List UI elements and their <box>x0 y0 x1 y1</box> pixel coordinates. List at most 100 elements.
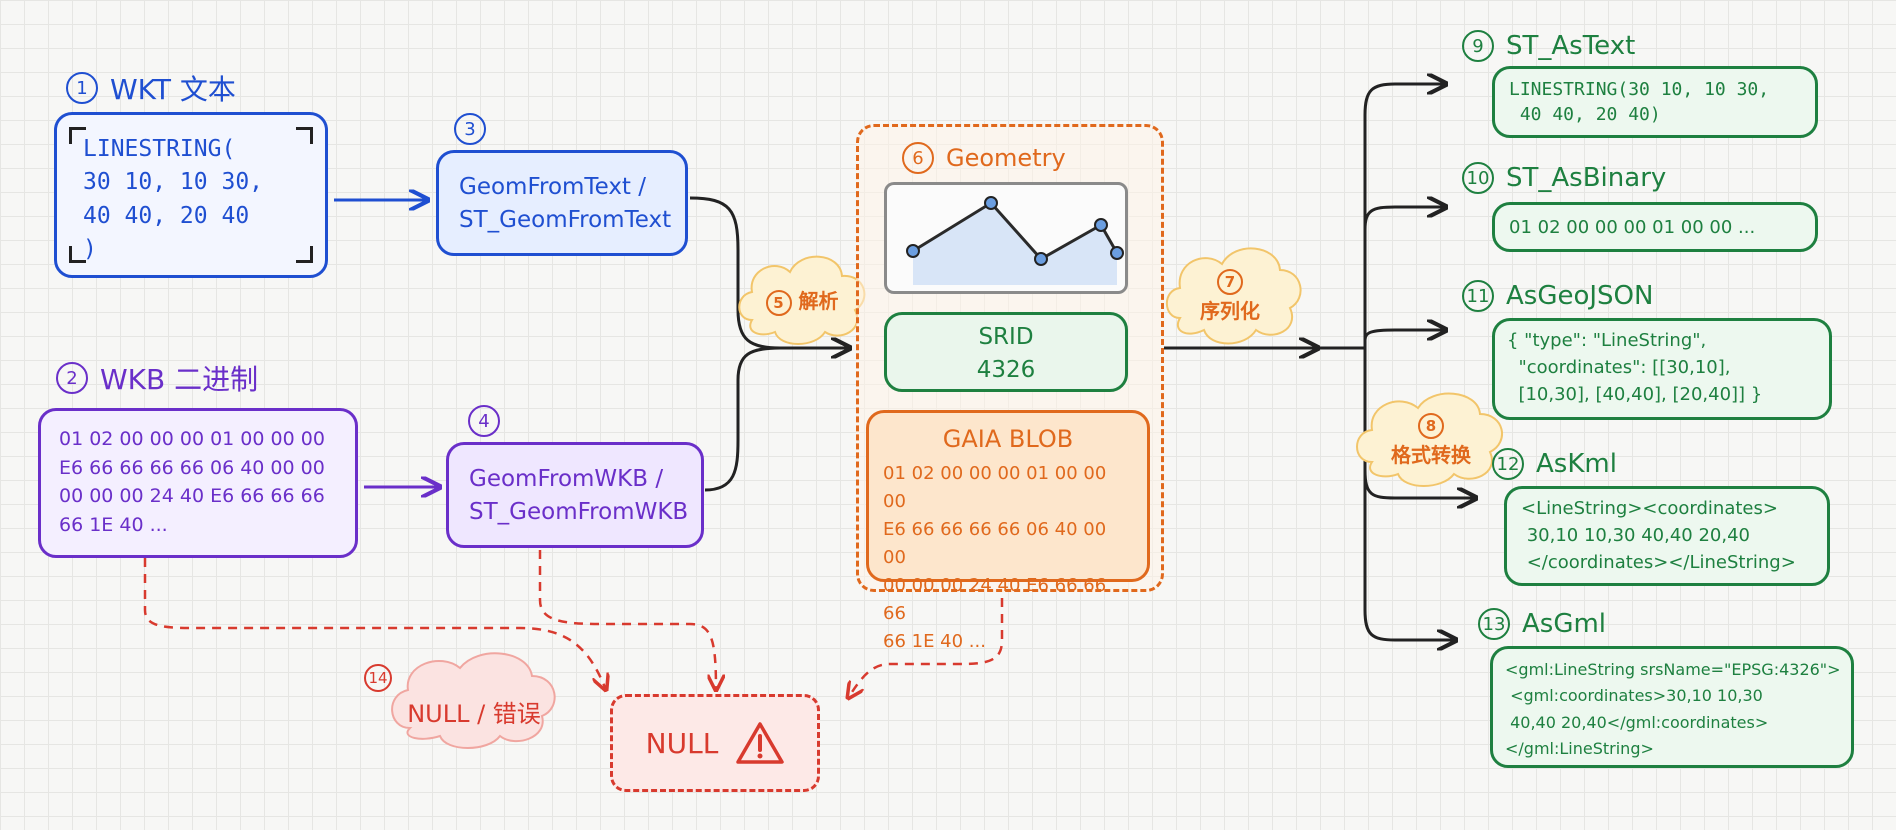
vertex-point <box>984 196 998 210</box>
geomfromwkb-line: GeomFromWKB / <box>469 466 664 492</box>
vertex-point <box>1110 246 1124 260</box>
output-line: </gml:LineString> <box>1505 739 1654 759</box>
step-number-badge: 10 <box>1462 162 1494 194</box>
error-label: NULL / 错误 <box>407 700 541 728</box>
cloud-error <box>391 652 556 749</box>
wkb-input-box: 01 02 00 00 00 01 00 00 00 E6 66 66 66 6… <box>38 408 358 558</box>
geomfromwkb-heading: 4 <box>468 405 500 437</box>
arrow-out-asgeojson <box>1363 330 1446 340</box>
output-name: AsKml <box>1536 449 1617 479</box>
geomfromtext-line: GeomFromText / <box>459 174 647 200</box>
geometry-heading: 6 Geometry <box>902 142 1066 174</box>
wkt-input-box: LINESTRING( 30 10, 10 30, 40 40, 20 40 ) <box>54 112 328 278</box>
step-number-badge: 1 <box>66 72 98 104</box>
parse-label: 解析 <box>798 289 839 313</box>
wkt-line: 40 40, 20 40 <box>83 202 250 229</box>
geomfromtext-heading: 3 <box>454 113 486 145</box>
parse-step-label: 5 解析 <box>752 285 852 316</box>
error-line-geomfromwkb <box>538 550 716 690</box>
geomfromwkb-line: ST_GeomFromWKB <box>469 499 689 526</box>
output-heading-asgeojson: 11 AsGeoJSON <box>1462 280 1653 312</box>
serialize-step-label: 7 序列化 <box>1180 268 1280 324</box>
frame-corner-icon <box>296 246 313 263</box>
wkt-line: LINESTRING( <box>83 136 236 162</box>
linestring-preview-graphic <box>906 196 1124 285</box>
wkb-heading: 2 WKB 二进制 <box>56 358 258 398</box>
output-line: LINESTRING(30 10, 10 30, <box>1509 79 1770 100</box>
wkt-heading: 1 WKT 文本 <box>66 68 236 108</box>
srid-box: SRID 4326 <box>884 312 1128 392</box>
convert-step-label: 8 格式转换 <box>1376 412 1486 468</box>
srid-label: SRID <box>978 324 1034 350</box>
gaia-blob-box: GAIA BLOB 01 02 00 00 00 01 00 00 00 E6 … <box>866 410 1150 652</box>
wkb-line: 66 1E 40 ... <box>59 513 168 536</box>
error-line-wkb <box>143 558 606 690</box>
step-number-badge: 14 <box>364 664 392 692</box>
output-line: 40 40, 20 40) <box>1509 104 1661 126</box>
output-box-asgml: <gml:LineString srsName="EPSG:4326"> <gm… <box>1490 646 1854 768</box>
linestring-fill <box>913 203 1117 285</box>
linestring-preview <box>884 182 1128 294</box>
frame-corner-icon <box>296 127 313 144</box>
step-number-badge: 4 <box>468 405 500 437</box>
gaia-blob-line: 01 02 00 00 00 01 00 00 00 <box>883 463 1107 513</box>
output-line: [10,30], [40,40], [20,40]] } <box>1507 384 1763 405</box>
null-result-box: NULL <box>610 694 820 792</box>
output-line: 01 02 00 00 00 01 00 00 ... <box>1509 217 1756 238</box>
wkb-title: WKB 二进制 <box>100 363 259 396</box>
output-box-asbinary: 01 02 00 00 00 01 00 00 ... <box>1492 202 1818 252</box>
output-line: </coordinates></LineString> <box>1521 552 1796 573</box>
step-number-badge: 13 <box>1478 608 1510 640</box>
step-number-badge: 9 <box>1462 30 1494 62</box>
serialize-label: 序列化 <box>1200 299 1260 323</box>
arrow-parse-wkb <box>704 346 781 492</box>
wkb-line: 00 00 00 24 40 E6 66 66 66 <box>59 485 325 507</box>
srid-value: 4326 <box>976 357 1036 384</box>
step-number-badge: 2 <box>56 362 88 394</box>
output-box-astext: LINESTRING(30 10, 10 30, 40 40, 20 40) <box>1492 66 1818 138</box>
geomfromwkb-box: GeomFromWKB / ST_GeomFromWKB <box>446 442 704 548</box>
output-line: { "type": "LineString", <box>1507 330 1707 351</box>
wkb-line: 01 02 00 00 00 01 00 00 00 <box>59 428 325 450</box>
wkt-line: 30 10, 10 30, <box>83 169 264 196</box>
step-number-badge: 8 <box>1418 413 1444 439</box>
output-line: "coordinates": [[30,10], <box>1507 357 1731 378</box>
vertex-point <box>906 244 920 258</box>
output-heading-asgml: 13 AsGml <box>1478 608 1606 640</box>
output-name: ST_AsText <box>1506 31 1636 61</box>
error-line-geometry <box>848 598 1004 698</box>
cloud-convert <box>1356 392 1503 487</box>
output-line: <gml:coordinates>30,10 10,30 <box>1505 686 1763 706</box>
output-heading-asbinary: 10 ST_AsBinary <box>1462 162 1666 194</box>
geomfromtext-box: GeomFromText / ST_GeomFromText <box>436 150 688 256</box>
gaia-blob-line: 66 1E 40 ... <box>883 630 986 652</box>
warning-icon <box>736 722 785 764</box>
output-line: <gml:LineString srsName="EPSG:4326"> <box>1505 660 1841 679</box>
step-number-badge: 7 <box>1217 269 1243 295</box>
arrow-parse-text <box>689 196 850 348</box>
step-number-badge: 3 <box>454 113 486 145</box>
step-number-badge: 6 <box>902 142 934 174</box>
gaia-blob-title: GAIA BLOB <box>942 425 1074 453</box>
output-line: 30,10 10,30 40,40 20,40 <box>1521 525 1751 546</box>
vertex-point <box>1034 252 1048 266</box>
vertex-point <box>1094 218 1108 232</box>
output-heading-astext: 9 ST_AsText <box>1462 30 1635 62</box>
output-line: <LineString><coordinates> <box>1521 498 1778 519</box>
frame-corner-icon <box>69 127 86 144</box>
arrow-out-astext <box>1363 84 1446 348</box>
arrow-out-asgml <box>1363 470 1456 640</box>
output-name: ST_AsBinary <box>1506 163 1667 193</box>
wkt-title: WKT 文本 <box>110 73 236 106</box>
output-box-asgeojson: { "type": "LineString", "coordinates": [… <box>1492 318 1832 420</box>
step-number-badge: 12 <box>1492 448 1524 480</box>
cloud-serialize <box>1165 247 1302 345</box>
arrow-out-asbinary <box>1363 207 1446 231</box>
geomfromtext-line: ST_GeomFromText <box>459 207 672 234</box>
null-text: NULL <box>645 726 719 760</box>
gaia-blob-line: E6 66 66 66 66 06 40 00 00 <box>883 518 1107 568</box>
output-name: AsGeoJSON <box>1506 281 1654 311</box>
output-box-askml: <LineString><coordinates> 30,10 10,30 40… <box>1504 486 1830 586</box>
output-name: AsGml <box>1522 609 1607 639</box>
